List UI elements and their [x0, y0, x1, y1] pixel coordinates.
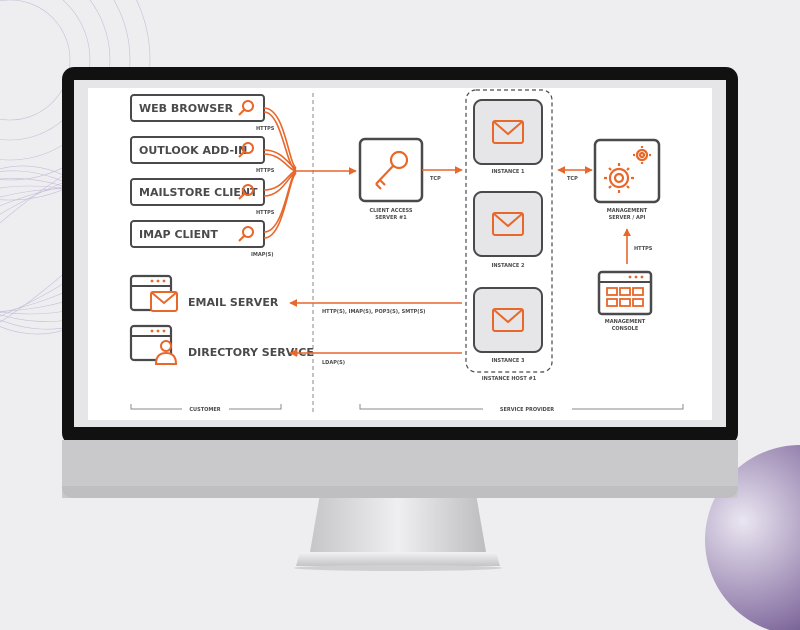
envelope-icon	[492, 308, 524, 332]
email-server-label: EMAIL SERVER	[188, 296, 279, 309]
client-box-mailstore-client: MAILSTORE CLIENT HTTPS	[130, 178, 275, 216]
management-server-label-1: MANAGEMENT	[607, 208, 648, 214]
user-icon	[154, 340, 178, 365]
client-box-web-browser: WEB BROWSER HTTPS	[130, 94, 275, 132]
client-label: IMAP CLIENT	[139, 228, 218, 241]
service-provider-bracket	[359, 404, 684, 410]
search-icon	[238, 184, 254, 200]
gear-icon	[604, 146, 651, 193]
directory-service: DIRECTORY SERVICE	[129, 324, 314, 365]
search-icon	[238, 142, 254, 158]
directory-service-label: DIRECTORY SERVICE	[188, 346, 314, 359]
customer-region-label: CUSTOMER	[189, 407, 220, 413]
client-label: WEB BROWSER	[139, 102, 234, 115]
email-protocols-label: HTTP(S), IMAP(S), POP3(S), SMTP(S)	[322, 309, 425, 315]
management-console: MANAGEMENT CONSOLE	[597, 270, 653, 332]
ldap-label: LDAP(S)	[322, 360, 345, 366]
client-box-outlook-add-in: OUTLOOK ADD-IN HTTPS	[130, 136, 275, 174]
search-icon	[238, 100, 254, 116]
envelope-icon	[492, 120, 524, 144]
client-label: MAILSTORE CLIENT	[139, 186, 258, 199]
protocol-label: HTTPS	[256, 168, 275, 174]
envelope-icon	[492, 212, 524, 236]
envelope-icon	[150, 291, 178, 312]
monitor-base	[296, 552, 500, 566]
instance-host-label: INSTANCE HOST #1	[482, 376, 537, 382]
client-label: OUTLOOK ADD-IN	[139, 144, 247, 157]
tcp-label-client-access: TCP	[430, 176, 441, 182]
tcp-label-management: TCP	[567, 176, 578, 182]
management-server: MANAGEMENT SERVER / API	[593, 138, 661, 221]
email-server: EMAIL SERVER	[129, 274, 279, 312]
instance-label: INSTANCE 1	[491, 169, 525, 175]
client-access-label-1: CLIENT ACCESS	[369, 208, 412, 214]
search-icon	[238, 226, 254, 242]
management-server-label-2: SERVER / API	[609, 215, 646, 221]
instance-label: INSTANCE 3	[491, 358, 525, 364]
management-console-label-1: MANAGEMENT	[605, 319, 646, 325]
customer-bracket	[130, 404, 282, 410]
service-provider-region-label: SERVICE PROVIDER	[500, 407, 554, 413]
management-console-label-2: CONSOLE	[612, 326, 639, 332]
instance-label: INSTANCE 2	[491, 263, 525, 269]
client-access-label-2: SERVER #1	[375, 215, 407, 221]
grid-icon	[606, 287, 644, 307]
protocol-label: HTTPS	[256, 210, 275, 216]
monitor-stand	[310, 494, 486, 552]
instance-host-boundary	[465, 89, 553, 373]
protocol-label: HTTPS	[256, 126, 275, 132]
instance-1: INSTANCE 1	[473, 99, 543, 175]
key-icon	[375, 150, 409, 190]
client-connectors	[263, 107, 357, 239]
instance-3: INSTANCE 3	[473, 287, 543, 364]
instance-2: INSTANCE 2	[473, 191, 543, 269]
client-box-imap-client: IMAP CLIENT IMAP(S)	[130, 220, 274, 258]
https-label-console: HTTPS	[634, 246, 653, 252]
protocol-label: IMAP(S)	[251, 252, 274, 258]
